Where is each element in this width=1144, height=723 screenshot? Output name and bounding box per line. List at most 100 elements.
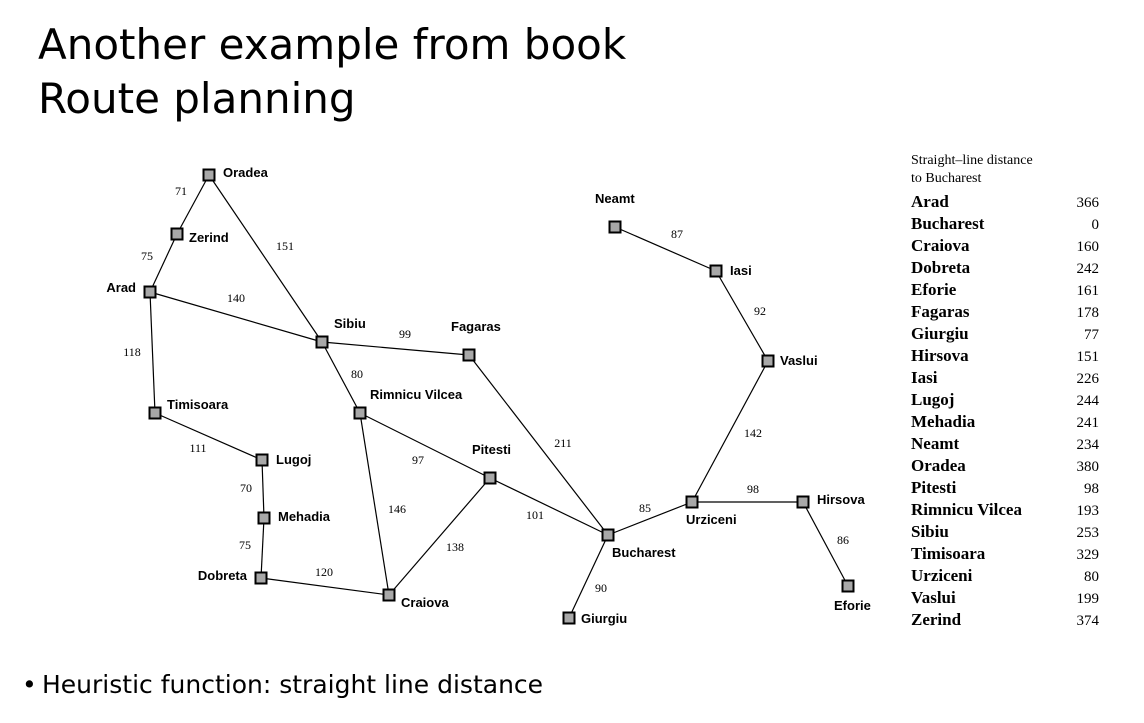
road-sibiu-fagaras [321, 341, 470, 356]
road-bucharest-urziceni [607, 501, 693, 536]
city-label-oradea: Oradea [223, 165, 269, 180]
distance-label-bucharest-urziceni: 85 [639, 501, 651, 515]
road-rimnicu-vilcea-pitesti [359, 412, 491, 479]
city-nodes [143, 168, 855, 625]
distance-label-iasi-neamt: 87 [671, 227, 683, 241]
sld-city: Zerind [911, 610, 962, 629]
slide-title: Another example from book Route planning [38, 18, 626, 126]
bullet-text: Heuristic function: straight line distan… [42, 670, 544, 699]
distance-label-bucharest-giurgiu: 90 [595, 581, 607, 595]
road-distance-labels: 7175151140118111707512099809714613821110… [123, 184, 849, 595]
distance-label-timisoara-lugoj: 111 [189, 441, 206, 455]
straight-line-distance-table: Straight–line distance to Bucharest Arad… [911, 152, 1103, 630]
distance-label-sibiu-rimnicu-vilcea: 80 [351, 367, 363, 381]
city-label-eforie: Eforie [834, 598, 871, 613]
sld-city: Oradea [911, 456, 966, 475]
city-node-dobreta [254, 571, 268, 585]
city-label-dobreta: Dobreta [198, 568, 248, 583]
sld-city: Iasi [911, 368, 938, 387]
distance-label-lugoj-mehadia: 70 [240, 481, 252, 495]
sld-distance: 178 [1076, 305, 1100, 321]
city-node-lugoj [255, 453, 269, 467]
city-node-craiova [382, 588, 396, 602]
sld-city: Pitesti [911, 478, 957, 497]
road-zerind-arad [149, 233, 178, 293]
distance-label-rimnicu-vilcea-pitesti: 97 [412, 453, 424, 467]
sld-city: Vaslui [911, 588, 956, 607]
road-oradea-sibiu [208, 174, 323, 343]
sld-row-neamt: Neamt 234 [911, 432, 1103, 454]
sld-city: Urziceni [911, 566, 973, 585]
sld-city: Giurgiu [911, 324, 969, 343]
road-mehadia-dobreta [260, 517, 265, 579]
sld-distance: 0 [1091, 217, 1100, 233]
city-node-mehadia [257, 511, 271, 525]
sld-row-iasi: Iasi 226 [911, 366, 1103, 388]
sld-distance: 241 [1076, 415, 1100, 431]
sld-distance: 242 [1076, 261, 1100, 277]
distance-label-fagaras-bucharest: 211 [554, 436, 572, 450]
city-node-hirsova [796, 495, 810, 509]
sld-distance: 151 [1076, 349, 1100, 365]
distance-label-zerind-arad: 75 [141, 249, 153, 263]
city-node-vaslui [761, 354, 775, 368]
road-timisoara-lugoj [154, 412, 263, 461]
road-bucharest-giurgiu [568, 534, 609, 619]
distance-label-oradea-sibiu: 151 [276, 239, 294, 253]
sld-city: Neamt [911, 434, 960, 453]
city-label-fagaras: Fagaras [451, 319, 501, 334]
city-label-giurgiu: Giurgiu [581, 611, 627, 626]
sld-row-vaslui: Vaslui 199 [911, 586, 1103, 608]
city-node-oradea [202, 168, 216, 182]
city-label-vaslui: Vaslui [780, 353, 818, 368]
romania-road-map: 7175151140118111707512099809714613821110… [106, 165, 870, 626]
sld-distance: 160 [1076, 239, 1100, 255]
road-fagaras-bucharest [468, 354, 609, 536]
city-label-mehadia: Mehadia [278, 509, 331, 524]
distance-label-arad-sibiu: 140 [227, 291, 245, 305]
sld-city: Arad [911, 192, 949, 211]
distance-label-rimnicu-vilcea-craiova: 146 [388, 502, 406, 516]
sld-city: Fagaras [911, 302, 970, 321]
city-node-iasi [709, 264, 723, 278]
sld-distance: 366 [1076, 195, 1100, 211]
sld-distance: 253 [1076, 525, 1100, 541]
city-label-arad: Arad [106, 280, 136, 295]
road-sibiu-rimnicu-vilcea [321, 341, 361, 414]
sld-distance: 226 [1076, 371, 1100, 387]
city-node-arad [143, 285, 157, 299]
road-iasi-neamt [614, 226, 717, 272]
sld-caption-line-2: to Bucharest [911, 171, 982, 186]
sld-distance: 234 [1076, 437, 1100, 453]
distance-label-urziceni-hirsova: 98 [747, 482, 759, 496]
city-node-timisoara [148, 406, 162, 420]
sld-row-fagaras: Fagaras 178 [911, 300, 1103, 322]
bullet-point: •Heuristic function: straight line dista… [22, 668, 543, 702]
city-labels: AradZerindOradeaSibiuTimisoaraLugojMehad… [106, 165, 870, 626]
city-label-rimnicu-vilcea: Rimnicu Vilcea [370, 387, 463, 402]
road-rimnicu-vilcea-craiova [359, 412, 390, 596]
distance-label-oradea-zerind: 71 [175, 184, 187, 198]
city-label-lugoj: Lugoj [276, 452, 311, 467]
city-label-craiova: Craiova [401, 595, 449, 610]
city-label-hirsova: Hirsova [817, 492, 865, 507]
city-node-neamt [608, 220, 622, 234]
sld-city: Hirsova [911, 346, 969, 365]
city-node-fagaras [462, 348, 476, 362]
distance-label-mehadia-dobreta: 75 [239, 538, 251, 552]
distance-label-arad-timisoara: 118 [123, 345, 141, 359]
sld-distance: 199 [1076, 591, 1100, 607]
city-label-sibiu: Sibiu [334, 316, 366, 331]
city-label-zerind: Zerind [189, 230, 229, 245]
city-label-neamt: Neamt [595, 191, 635, 206]
sld-distance: 161 [1076, 283, 1100, 299]
